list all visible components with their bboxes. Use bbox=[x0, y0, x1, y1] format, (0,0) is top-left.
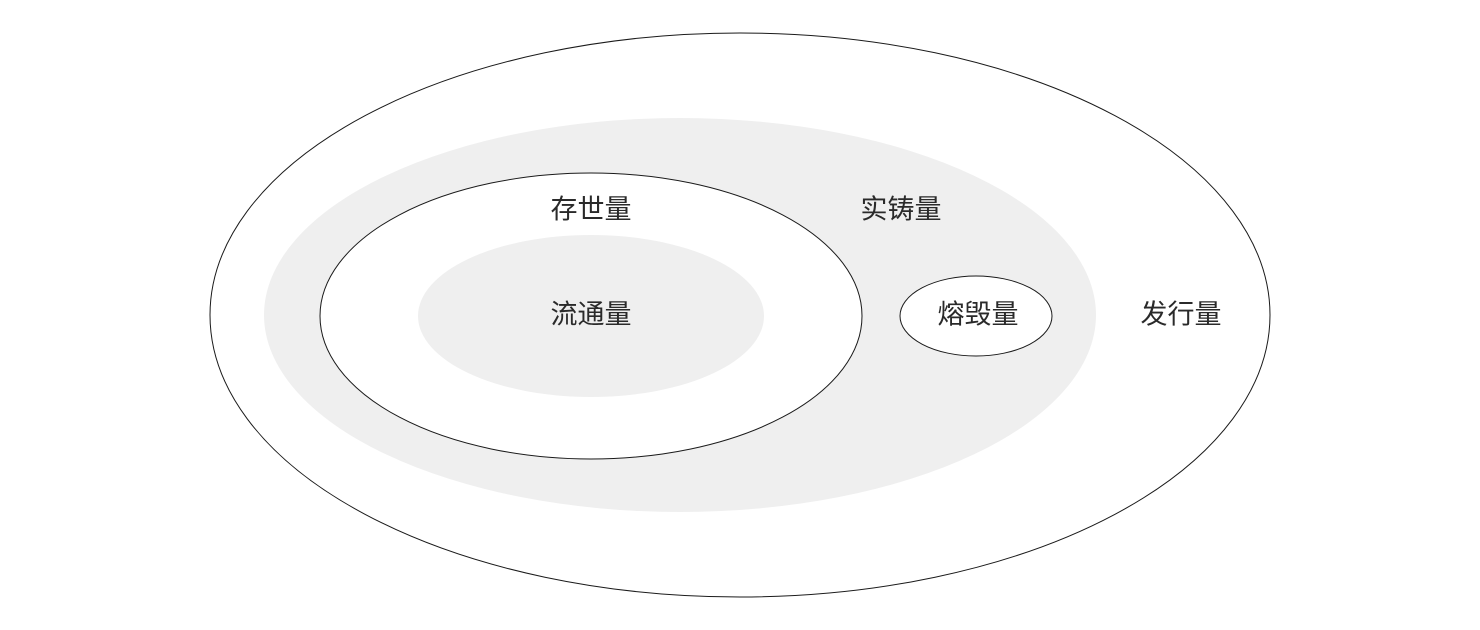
circulating-region bbox=[418, 235, 764, 397]
melted-label: 熔毁量 bbox=[938, 300, 1019, 331]
circulating-label: 流通量 bbox=[551, 300, 632, 331]
melted-region bbox=[899, 275, 1053, 357]
minted-label: 实铸量 bbox=[861, 195, 942, 226]
extant-label: 存世量 bbox=[551, 195, 632, 226]
issued-label: 发行量 bbox=[1141, 300, 1222, 331]
